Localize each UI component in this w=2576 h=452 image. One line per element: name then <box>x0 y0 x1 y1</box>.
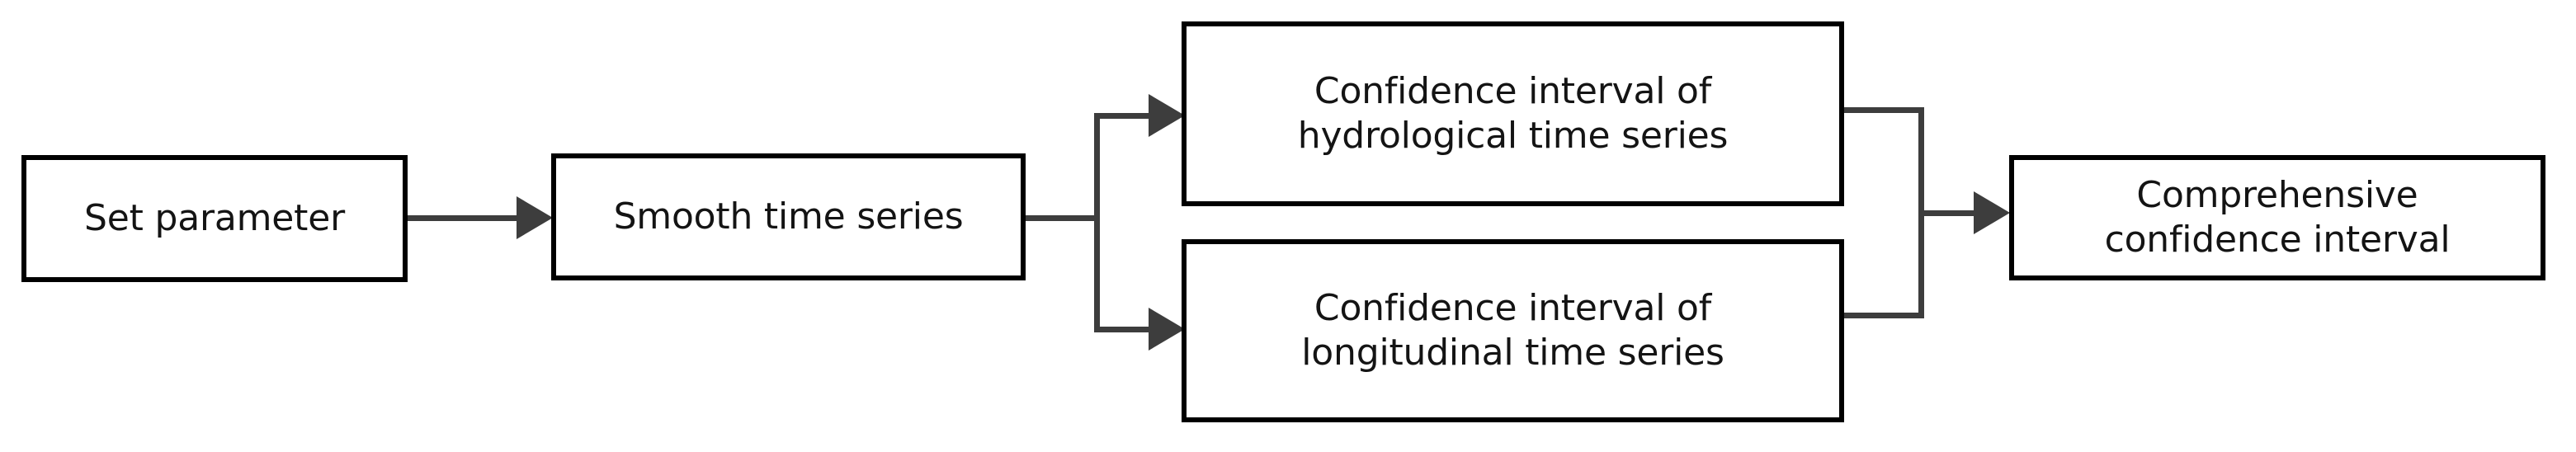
edge-hydrological-merge-stub <box>1844 107 1924 113</box>
node-comprehensive-ci-line-1: Comprehensive <box>2136 174 2418 217</box>
node-comprehensive-ci[interactable]: Comprehensive confidence interval <box>2009 155 2545 280</box>
node-comprehensive-ci-line-2: confidence interval <box>2104 219 2451 261</box>
node-ci-hydrological-line-1: Confidence interval of <box>1314 70 1712 113</box>
edge-merge-to-comprehensive-arrowhead-icon <box>1974 191 2010 234</box>
edge-longitudinal-merge-stub <box>1844 313 1924 318</box>
edge-set-parameter-to-smooth-line <box>408 215 523 221</box>
edge-smooth-to-hydrological-arrowhead-icon <box>1149 94 1185 137</box>
edge-smooth-split-vertical <box>1094 113 1100 332</box>
node-smooth-time-series[interactable]: Smooth time series <box>551 153 1026 280</box>
node-smooth-time-series-line-1: Smooth time series <box>613 195 964 238</box>
edge-smooth-to-hydrological-line <box>1094 113 1160 119</box>
node-set-parameter-line-1: Set parameter <box>84 197 345 240</box>
edge-smooth-split-stub <box>1026 215 1100 221</box>
edge-smooth-to-longitudinal-arrowhead-icon <box>1149 308 1185 351</box>
node-ci-longitudinal-line-1: Confidence interval of <box>1314 287 1712 330</box>
node-ci-longitudinal[interactable]: Confidence interval of longitudinal time… <box>1182 239 1844 422</box>
node-ci-hydrological-line-2: hydrological time series <box>1297 115 1729 157</box>
node-set-parameter[interactable]: Set parameter <box>21 155 408 282</box>
node-ci-longitudinal-line-2: longitudinal time series <box>1301 332 1724 374</box>
edge-set-parameter-to-smooth-arrowhead-icon <box>517 196 553 239</box>
edge-merge-to-comprehensive-line <box>1918 210 1989 216</box>
edge-smooth-to-longitudinal-line <box>1094 327 1160 332</box>
node-ci-hydrological[interactable]: Confidence interval of hydrological time… <box>1182 21 1844 206</box>
